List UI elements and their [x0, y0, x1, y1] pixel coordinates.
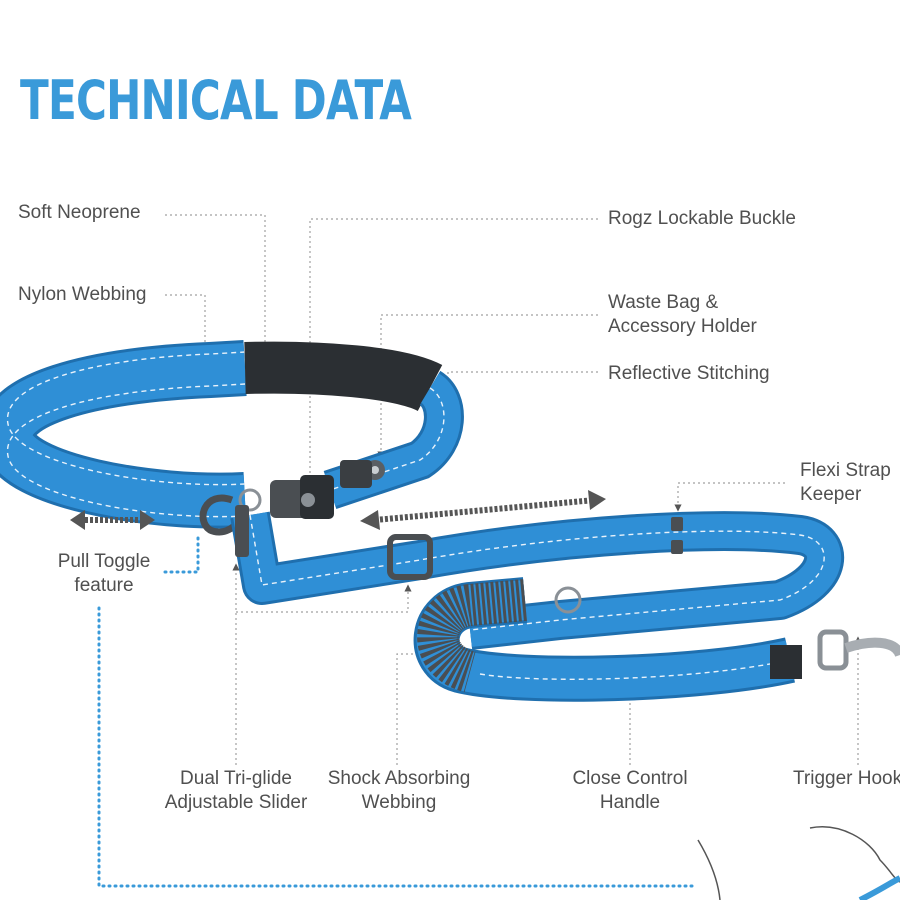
callout-waste-bag: Waste Bag & Accessory Holder [608, 291, 757, 339]
callout-pull-toggle: Pull Toggle feature [52, 550, 156, 598]
double-arrow-icon [70, 490, 606, 530]
callout-soft-neoprene: Soft Neoprene [18, 201, 141, 225]
callout-label-line1: Close Control [572, 768, 688, 789]
callout-label: Nylon Webbing [18, 284, 147, 305]
leash-strap [230, 511, 845, 650]
leader-flexi-strap [674, 482, 785, 512]
leader-soft-neoprene [165, 214, 269, 364]
callout-close-control: Close Control Handle [568, 767, 692, 815]
callout-label-line1: Flexi Strap [800, 460, 891, 481]
callout-label-line1: Pull Toggle [57, 551, 151, 572]
callout-label-line1: Waste Bag & [608, 292, 719, 313]
callout-label-line1: Shock Absorbing [327, 768, 471, 789]
callout-label-line2: Handle [599, 792, 661, 813]
tri-glide-icon [235, 505, 433, 580]
shock-absorber [417, 579, 527, 693]
leader-nylon-webbing [165, 294, 209, 366]
callout-trigger-hook: Trigger Hook [793, 767, 900, 791]
callout-nylon-webbing: Nylon Webbing [18, 283, 147, 307]
callout-label: Rogz Lockable Buckle [608, 208, 796, 229]
leader-reflective [444, 371, 598, 444]
leader-slider-to-adjuster [236, 584, 412, 613]
neoprene-pad [244, 341, 443, 412]
callout-label-line1: Dual Tri-glide [180, 768, 292, 789]
trigger-hook-icon [817, 629, 900, 671]
callout-label-line2: Accessory Holder [608, 316, 757, 337]
waist-belt [0, 340, 464, 529]
callout-shock-absorbing: Shock Absorbing Webbing [322, 767, 476, 815]
callout-flexi-strap: Flexi Strap Keeper [800, 459, 891, 507]
pull-toggle-dotted-line [97, 533, 695, 888]
callout-reflective-stitching: Reflective Stitching [608, 362, 770, 386]
handle-loop [413, 577, 802, 702]
callout-label: Soft Neoprene [18, 202, 141, 223]
hand-icon [697, 826, 900, 900]
callout-label-line2: Adjustable Slider [164, 792, 308, 813]
callout-label-line2: Webbing [361, 792, 437, 813]
callout-tri-glide: Dual Tri-glide Adjustable Slider [158, 767, 314, 815]
flexi-keeper [671, 517, 683, 554]
callout-label: Trigger Hook [793, 768, 900, 789]
callout-label-line2: feature [74, 575, 134, 596]
leader-waste-bag [377, 314, 598, 459]
callout-label-line2: Keeper [800, 484, 862, 505]
callout-rogz-buckle: Rogz Lockable Buckle [608, 207, 796, 231]
page-title: TECHNICAL DATA [20, 69, 412, 132]
callout-label: Reflective Stitching [608, 363, 770, 384]
